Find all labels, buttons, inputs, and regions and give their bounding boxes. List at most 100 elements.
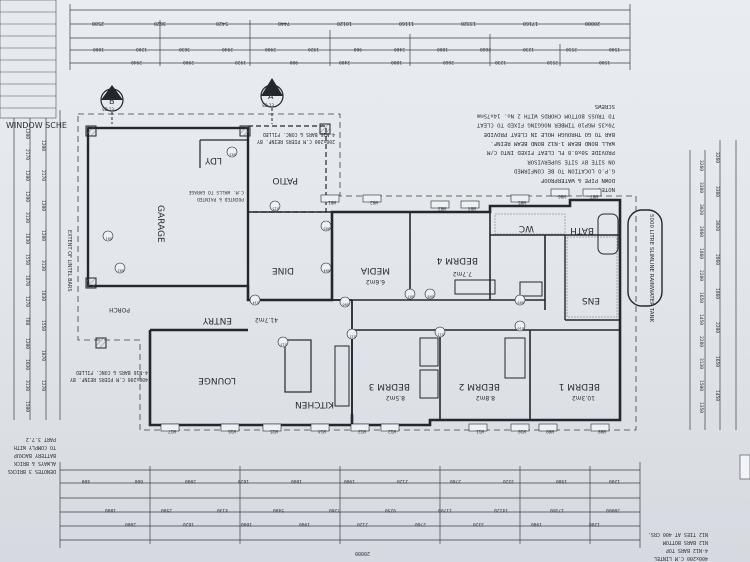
dimension-label: 1980 [556,478,567,484]
room-label-bedrm1: BEDRM 1 [559,381,600,391]
dimension-label: 1980 [531,521,542,527]
dimension-label: 2660 [443,59,454,65]
note-line: SCREWS [595,103,615,109]
room-labels: GARAGE LDY PATIO DINE MEDIA BEDRM 4 BATH… [109,155,600,409]
door-tag: D13 [281,343,288,347]
dimension-label: 1200 [589,521,600,527]
right-dimension-lines [689,140,737,430]
room-label-garage: GARAGE [155,205,165,243]
dimension-label: 1550 [24,254,30,265]
dimension-label: 1500 [609,46,620,52]
window-tag: W08 [598,428,606,434]
dimension-label: 2900 [183,59,194,65]
dimension-label: 2400 [394,46,405,52]
window-schedule-strip [0,0,57,119]
dimension-label: 13320 [461,20,476,26]
section-b-letter: B [109,97,115,106]
dimension-label: 1200 [609,478,620,484]
dimension-label: 1200 [40,200,46,211]
note-line: DOWN PIPE & WATERPROOF [540,177,615,183]
dimension-label: 1200 [24,338,30,349]
door-tag-circle [346,328,358,340]
door-tag-circle [424,288,436,300]
section-marker-a [260,78,284,124]
dimension-label: 400 [81,478,90,484]
dimension-label: 2200 [698,270,704,281]
note-line: 200x200 C.M PIERS REINF. BY [257,138,335,144]
note-line: WALL BOND BEAM 1-N12 BOND BEAM REINF. [490,140,615,146]
bath-tub [597,213,619,255]
dimension-label: 2000 [125,521,136,527]
dimension-label: 1600 [241,521,252,527]
window-tag: W10 [518,428,526,434]
door-tag: D07 [408,295,415,299]
note-line: PART 3.7.2 [26,436,56,442]
window-tag: W13 [358,428,366,434]
room-label-entry: ENTRY [202,315,232,325]
dimension-label: 3320 [473,521,484,527]
dimension-label: 1450 [714,390,720,401]
dimension-label: 2940 [131,59,142,65]
room-label-ens: ENS [582,295,600,305]
window-tag: W16 [228,428,236,434]
porch-pier-notes: 400x200 C.M PIERS REINF. BY4-N16 BARS & … [70,369,148,382]
area-entry: 41.7m2 [255,316,278,323]
section-b-sheet: SD 13 [102,107,114,112]
dimension-label: 2760 [450,478,461,484]
door-tag-circle [514,320,526,332]
dimension-label: 1650 [698,292,704,303]
door-tag-circle [320,220,332,232]
dimension-label: 1860 [714,288,720,299]
window-tag-box [310,423,330,432]
window-tag-box [350,423,370,432]
note-line: N12 TIES AT 400 CRS. [648,531,708,537]
dimension-label: 1800 [437,46,448,52]
window-tag-box [590,423,610,432]
dimension-label: 3380 [714,186,720,197]
dimension-label: 1350 [698,402,704,413]
dimension-label: 1200 [136,46,147,52]
top-dimension-lines [69,4,631,70]
door-tag: D14 [253,301,260,305]
dimension-label: 2860 [714,254,720,265]
dimension-label: 3130 [24,212,30,223]
dimension-label: 5400 [273,507,284,513]
dimension-label: 900 [353,46,362,52]
dimension-label: 1870 [24,275,30,286]
dimension-label: 1620 [183,521,194,527]
note-line: ALWAYS & BRICK [14,460,56,466]
door-tag-circle [249,294,261,306]
dimension-label: 2170 [24,149,30,160]
door-tag-circle [114,262,126,274]
dimension-label: 7440 [278,20,290,26]
section-a-sheet: SD 13 [262,103,274,108]
window-tag: W11 [476,428,484,434]
area-bedrm2: 8.8m2 [476,394,495,401]
dimension-label: 1200 [24,128,30,139]
window-tag-box [468,423,488,432]
dimension-label: 10120 [337,20,352,26]
tank-label: 5000 LITRE SLIMLINE RAINWATER TANK [648,214,654,323]
note-line: NOTE: [598,186,615,192]
room-label-bedrm3: BEDRM 3 [369,381,410,391]
dimension-label: 20000 [585,20,600,26]
sheet-edge-tab [739,454,750,480]
door-tag: D12 [350,335,357,339]
room-label-porch: PORCH [109,306,130,313]
dimension-label: 17160 [523,20,538,26]
dimension-label: 3320 [503,478,514,484]
window-tag: W04 [468,205,476,211]
dimension-label: 3130 [698,358,704,369]
dimension-label: 20000 [606,507,620,513]
dimension-label: 3020 [698,204,704,215]
door-tag-circle [277,336,289,348]
door-tag: D09 [518,301,525,305]
dimension-label: 3620 [154,20,166,26]
window-tag-box [460,200,480,209]
door-tag-circle [226,146,238,158]
room-label-bedrm2: BEDRM 2 [459,381,500,391]
dimension-label: 3260 [714,152,720,163]
note-line: 4-N12 BARS TOP [666,547,708,553]
